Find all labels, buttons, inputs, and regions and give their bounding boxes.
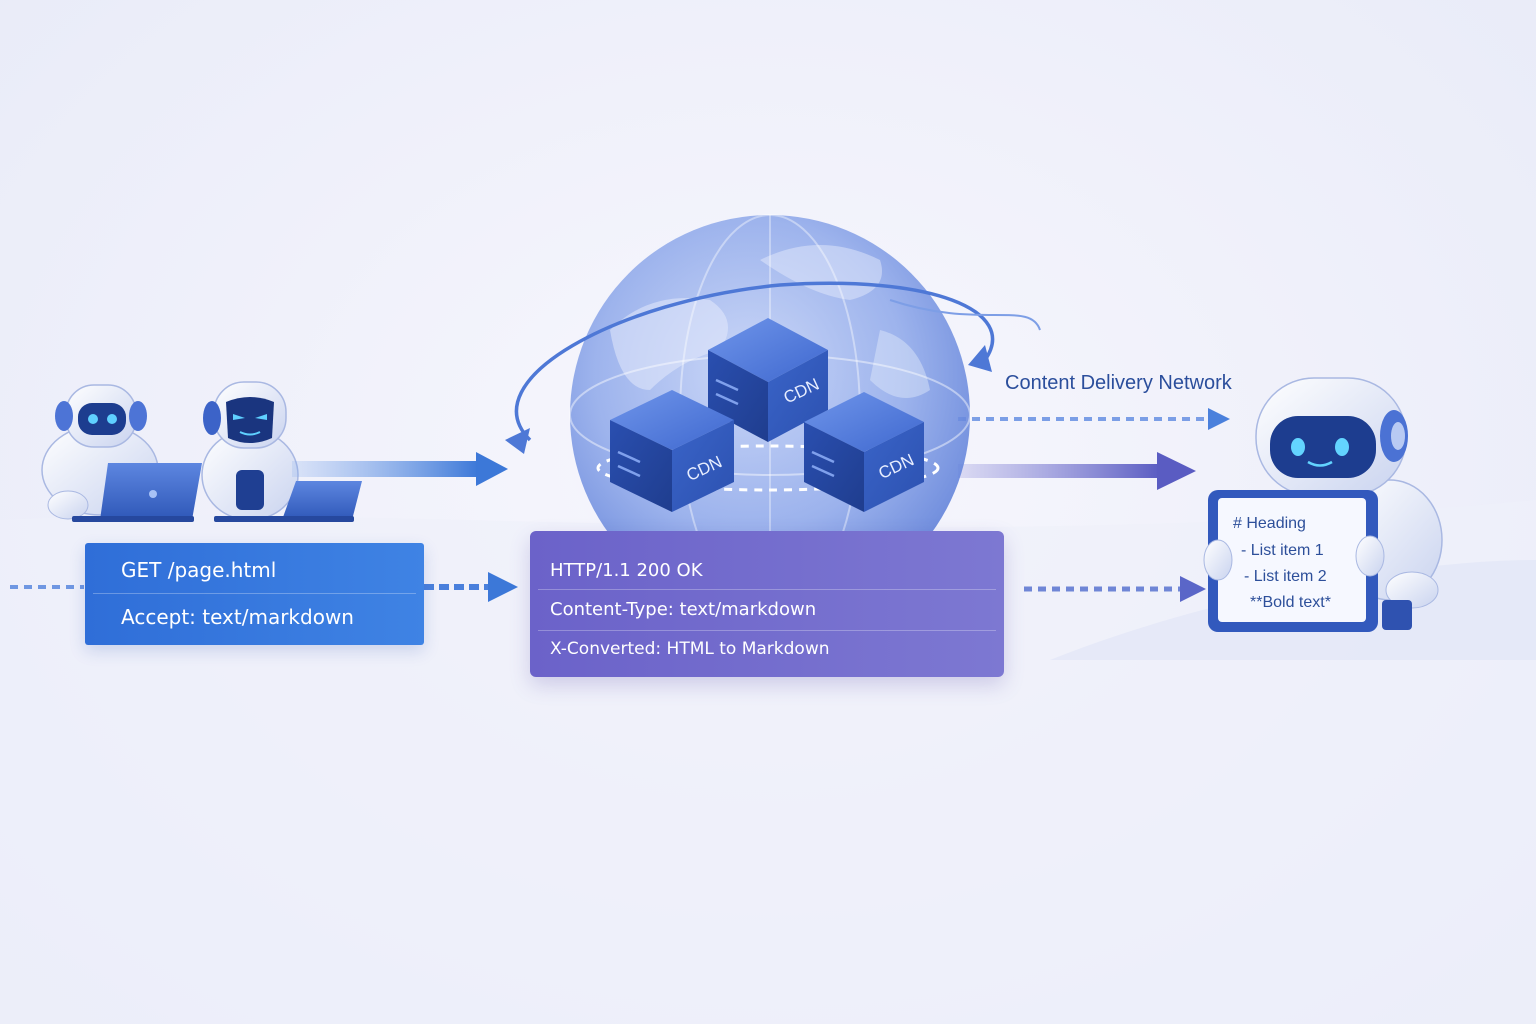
response-status-line: HTTP/1.1 200 OK	[550, 560, 703, 581]
markdown-line-item-1: - List item 1	[1241, 542, 1324, 559]
response-panel: HTTP/1.1 200 OK Content-Type: text/markd…	[530, 531, 1004, 677]
request-method-line: GET /page.html	[121, 558, 277, 582]
request-divider	[93, 593, 416, 594]
cdn-globe: CDN CDN CDN	[505, 210, 1041, 630]
cdn-link-ring	[596, 444, 940, 492]
request-accept-line: Accept: text/markdown	[121, 605, 354, 629]
response-divider-2	[538, 630, 996, 631]
response-divider-1	[538, 589, 996, 590]
response-arrow-middle	[958, 452, 1196, 490]
robot-icon	[201, 381, 299, 521]
client-robots	[41, 381, 362, 522]
response-converted-line: X-Converted: HTML to Markdown	[550, 639, 830, 659]
response-arrow-top	[958, 408, 1230, 430]
server-cube-icon: CDN	[804, 392, 924, 512]
markdown-line-bold: **Bold text*	[1250, 594, 1331, 611]
response-arrow-bottom	[1024, 576, 1206, 602]
markdown-card-icon: # Heading - List item 1 - List item 2 **…	[1203, 490, 1385, 632]
server-cube-icon: CDN	[708, 318, 828, 442]
request-panel: GET /page.html Accept: text/markdown	[85, 543, 424, 645]
markdown-line-item-2: - List item 2	[1244, 568, 1327, 585]
response-content-type-line: Content-Type: text/markdown	[550, 599, 817, 620]
network-label: Content Delivery Network	[1005, 372, 1232, 394]
request-arrow-top	[292, 452, 508, 486]
laptop-icon	[214, 481, 362, 522]
laptop-icon	[72, 463, 202, 522]
reader-robot: # Heading - List item 1 - List item 2 **…	[1203, 377, 1443, 632]
markdown-line-heading: # Heading	[1233, 515, 1306, 532]
orbit-ring	[505, 281, 1041, 454]
server-cube-icon: CDN	[610, 390, 734, 512]
